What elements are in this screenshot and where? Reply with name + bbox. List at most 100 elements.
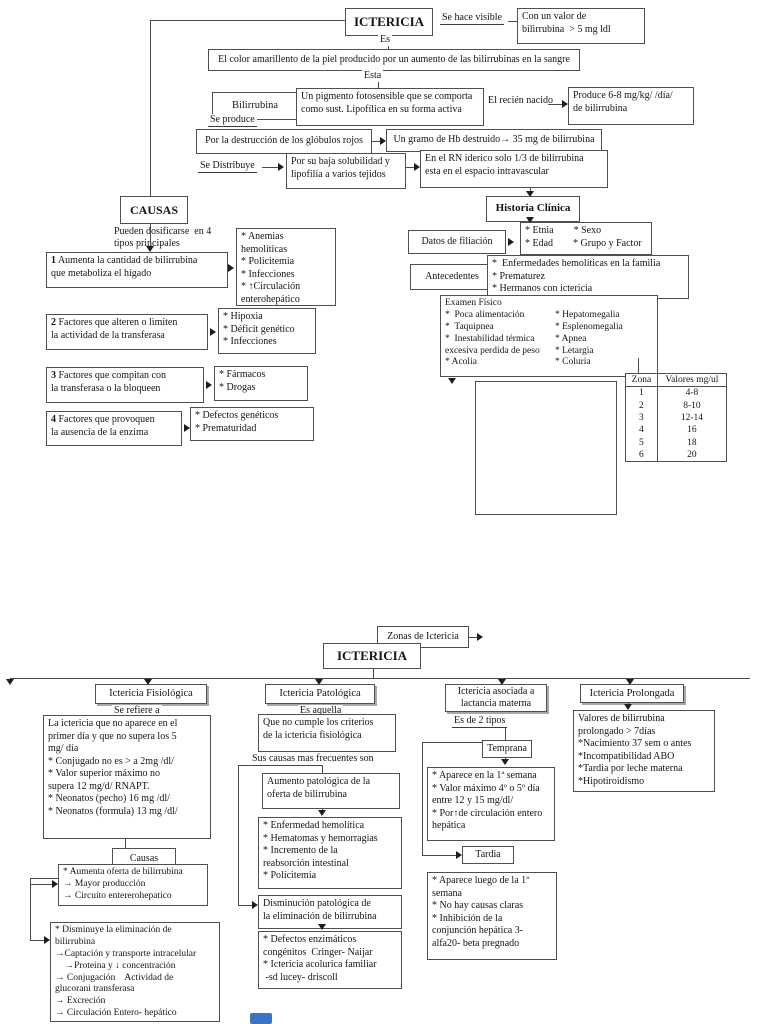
causas-subtitle: Pueden dosificarse en 4 tipos principale… [112,226,214,250]
connector-line [530,188,531,193]
pigmento-box: Un pigmento fotosensible que se comporta… [296,88,484,126]
arrow-right-icon [206,381,212,389]
recien-nacido-label: El recién nacido [486,95,555,107]
zona-cell: 2 [625,399,658,413]
arrow-down-icon [448,378,456,384]
examen-fisico-col2: * Hepatomegalia * Esplenomegalia * Apnea… [555,309,623,368]
valor-cell: 8-10 [683,400,701,411]
arrow-down-icon [501,759,509,765]
connector-line [638,358,639,373]
connector-line [422,742,482,743]
connector-line [262,167,278,168]
causa-oferta-box: * Aumenta oferta de bilirrubina → Mayor … [58,864,208,906]
table-row: 5 18 [625,436,727,450]
arrow-right-icon [414,163,420,171]
destruccion-globulos-box: Por la destrucción de los glóbulos rojos [196,129,372,154]
ictericia-fisiologica-header: Ictericia Fisiológica [95,684,207,704]
connector-line [238,765,322,766]
causa-text: Factores que provoquen la ausencia de la… [51,414,155,438]
valor-cell: 12-14 [680,413,703,424]
ictericia-title-box-2: ICTERICIA [323,643,421,669]
connector-line [125,839,126,848]
arrow-right-icon [477,633,483,641]
zonas-de-ictericia-box: Zonas de Ictericia [377,626,469,648]
table-header-row: Zona Valores mg/ul [625,373,727,388]
causa-3-detail-box: * Fármacos * Drogas [214,366,308,401]
arrow-down-icon [624,704,632,710]
valor-cell: 4-8 [685,388,699,399]
antecedentes-detail-box: * Enfermedades hemolíticas en la familia… [487,255,689,299]
causa-2-box: 2 Factores que alteren o limiten la acti… [46,314,208,350]
causa-number: 3 [51,370,56,381]
causa-number: 4 [51,414,56,425]
datos-filiacion-box: Datos de filiación [408,230,506,254]
arrow-right-icon [508,238,514,246]
connector-line [322,765,323,773]
arrow-down-icon [318,810,326,816]
empty-placeholder-box [475,381,617,515]
patologica-descripcion-box: Que no cumple los criterios de la icteri… [258,714,396,752]
zona-cell: 5 [625,436,658,450]
zona-cell: 3 [625,412,658,425]
causa-1-detail-box: * Anemias hemolíticas * Policitemia * In… [236,228,336,306]
arrow-right-icon [228,264,234,272]
arrow-right-icon [380,137,386,145]
connector-label-se-produce: Se produce [208,114,257,127]
arrow-right-icon [278,163,284,171]
examen-fisico-col1: * Poca alimentación * Taquipnea * Inesta… [445,309,540,368]
connector-label-es: Es [378,34,392,46]
produce-box: Produce 6-8 mg/kg/ /día/ de bilirrubina [568,87,694,125]
aumento-patologico-box: Aumento patológica de la oferta de bilir… [262,773,400,809]
connector-line [150,20,345,21]
causa-number: 2 [51,317,56,328]
arrow-down-icon [144,679,152,685]
temprana-detail-box: * Aparece en la 1ª semana * Valor máximo… [427,767,555,841]
aumento-detail-box: * Enfermedad hemolítica * Hematomas y he… [258,817,402,889]
causa-text: Factores que alteren o limiten la activi… [51,317,178,341]
rn-intravascular-box: En el RN iderico solo 1/3 de bilirrubina… [420,150,608,188]
causas-title-box: CAUSAS [120,196,188,224]
connector-line [238,905,252,906]
disminucion-patologica-box: Disminución patológica de la eliminación… [258,895,402,929]
connector-line [372,141,380,142]
arrow-right-icon [44,936,50,944]
valor-cell: 18 [687,437,697,448]
solubilidad-box: Por su baja solubilidad y lipofilia a va… [286,153,406,189]
valor-cell: 16 [687,425,697,436]
connector-line [30,878,31,940]
arrow-down-icon [318,924,326,930]
connector-line [30,884,52,885]
connector-line [373,669,374,678]
prolongada-detail-box: Valores de bilirrubina prolongado > 7día… [573,710,715,792]
causa-text: Aumenta la cantidad de bilirrubina que m… [51,255,198,279]
table-row: 2 8-10 [625,399,727,413]
connector-label-se-distribuye: Se Distribuye [198,160,257,173]
zona-cell: 6 [625,449,658,462]
connector-line [406,167,414,168]
connector-label-esta: Esta [362,70,384,82]
causa-4-box: 4 Factores que provoquen la ausencia de … [46,411,182,446]
ictericia-patologica-header: Ictericia Patológica [265,684,375,704]
causa-text: Factores que compitan con la transferasa… [51,370,166,394]
causa-4-detail-box: * Defectos genéticos * Prematuridad [190,407,314,441]
arrow-down-icon [6,679,14,685]
tardia-detail-box: * Aparece luego de la 1ª semana * No hay… [427,872,557,960]
connector-line [238,765,239,905]
connector-line [508,21,517,22]
arrow-down-icon [498,679,506,685]
blue-badge[interactable] [250,1013,272,1024]
connector-line [469,637,477,638]
causa-1-box: 1 Aumenta la cantidad de bilirrubina que… [46,252,228,288]
zona-cell: 4 [625,424,658,437]
arrow-right-icon [210,328,216,336]
connector-line [548,104,562,105]
connector-line [150,20,151,196]
connector-line [30,940,44,941]
tardia-box: Tardia [462,846,514,864]
valores-header: Valores mg/ul [657,373,727,388]
table-row: 4 16 [625,424,727,437]
examen-fisico-title: Examen Físico [445,298,502,308]
